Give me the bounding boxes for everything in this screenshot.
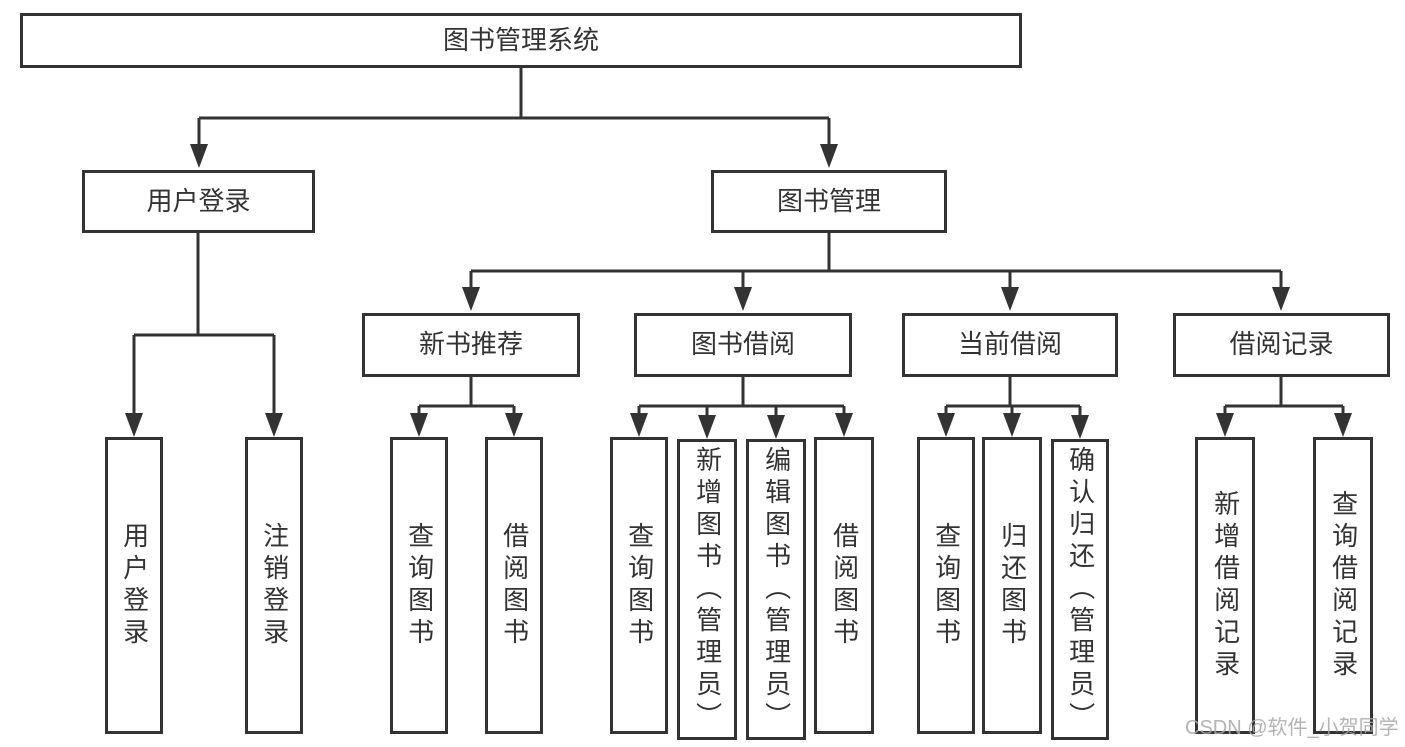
leaf-query-books-current: 查询图书	[917, 437, 975, 734]
node-book-management: 图书管理	[711, 170, 947, 233]
leaf-return-book: 归还图书	[982, 437, 1042, 734]
node-book-management-label: 图书管理	[776, 185, 881, 216]
leaf-query-borrow-record-label: 查询借阅记录	[1328, 489, 1359, 682]
node-book-borrow: 图书借阅	[634, 313, 852, 377]
leaf-add-book-admin-label: 新增图书（管理员）	[692, 445, 723, 734]
node-root: 图书管理系统	[20, 13, 1022, 68]
leaf-logout: 注销登录	[245, 437, 303, 734]
leaf-query-books-recommend: 查询图书	[390, 437, 448, 734]
node-current-borrow: 当前借阅	[902, 313, 1118, 377]
leaf-user-login-label: 用户登录	[119, 521, 150, 650]
leaf-borrow-books-recommend-label: 借阅图书	[499, 521, 530, 650]
leaf-user-login: 用户登录	[105, 437, 163, 734]
node-new-book-recommend-label: 新书推荐	[418, 329, 523, 360]
leaf-borrow-books-recommend: 借阅图书	[485, 437, 543, 734]
leaf-confirm-return-admin: 确认归还（管理员）	[1051, 439, 1109, 740]
leaf-add-borrow-record-label: 新增借阅记录	[1210, 489, 1241, 682]
leaf-add-borrow-record: 新增借阅记录	[1195, 437, 1255, 734]
leaf-add-book-admin: 新增图书（管理员）	[677, 439, 737, 740]
leaf-edit-book-admin-label: 编辑图书（管理员）	[761, 445, 792, 734]
leaf-borrow-books: 借阅图书	[814, 437, 874, 734]
node-borrow-records-label: 借阅记录	[1229, 329, 1334, 360]
csdn-watermark: CSDN @软件_小贺同学	[1185, 717, 1399, 739]
leaf-query-books-borrow-label: 查询图书	[624, 521, 655, 650]
arrowheads	[125, 144, 1352, 439]
node-user-login: 用户登录	[82, 170, 315, 233]
leaf-edit-book-admin: 编辑图书（管理员）	[746, 439, 806, 740]
node-current-borrow-label: 当前借阅	[957, 329, 1062, 360]
leaf-query-books-recommend-label: 查询图书	[404, 521, 435, 650]
leaf-query-books-current-label: 查询图书	[931, 521, 962, 650]
node-root-label: 图书管理系统	[442, 24, 599, 55]
leaf-borrow-books-label: 借阅图书	[829, 521, 860, 650]
leaf-return-book-label: 归还图书	[997, 521, 1028, 650]
node-borrow-records: 借阅记录	[1173, 313, 1390, 377]
node-user-login-label: 用户登录	[146, 185, 251, 216]
node-book-borrow-label: 图书借阅	[690, 329, 795, 360]
leaf-confirm-return-admin-label: 确认归还（管理员）	[1065, 445, 1096, 734]
leaf-query-borrow-record: 查询借阅记录	[1313, 437, 1373, 734]
leaf-query-books-borrow: 查询图书	[610, 437, 668, 734]
leaf-logout-label: 注销登录	[259, 521, 290, 650]
node-new-book-recommend: 新书推荐	[362, 313, 580, 377]
